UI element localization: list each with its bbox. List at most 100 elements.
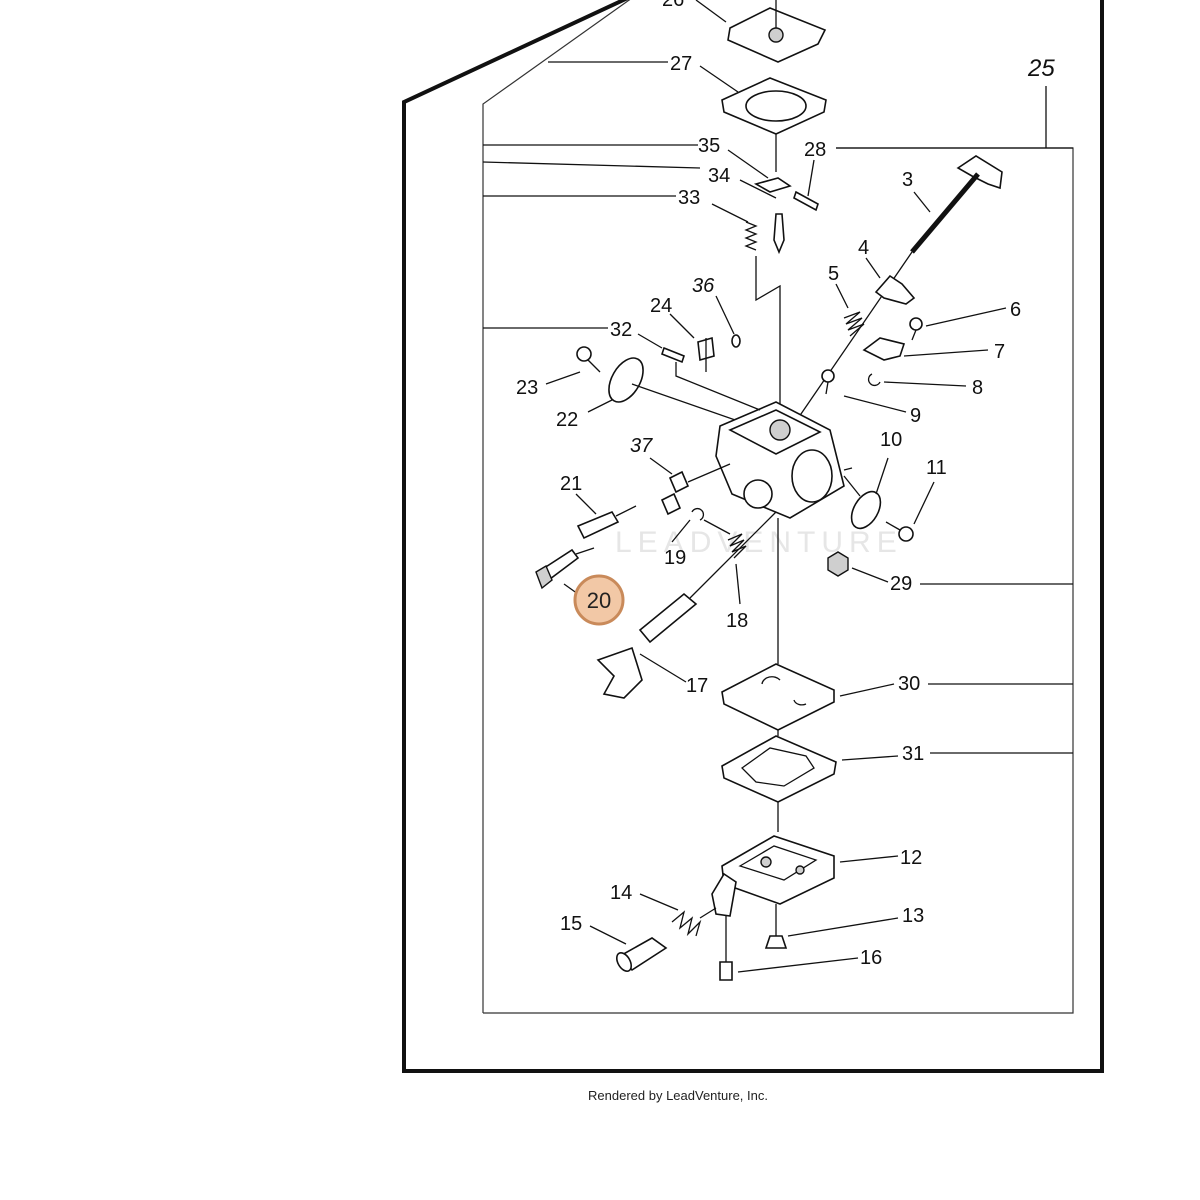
part-8-clip: [868, 373, 881, 386]
label-10: 10: [880, 429, 902, 451]
assembly-line-needle: [755, 256, 781, 420]
label-23: 23: [516, 377, 538, 399]
label-30: 30: [898, 673, 920, 695]
connector-14-12: [699, 907, 717, 919]
label-28: 28: [804, 139, 826, 161]
leader-4: [865, 257, 881, 279]
leader-37: [649, 457, 673, 475]
label-11: 11: [926, 457, 947, 479]
part-14-spring: [671, 910, 702, 937]
part-22-butterfly: [608, 357, 765, 431]
part-15-screw: [615, 937, 668, 972]
leader-34a: [482, 161, 701, 169]
connector-19-18: [703, 519, 731, 535]
label-4: 4: [858, 237, 869, 259]
label-20[interactable]: 20: [587, 588, 611, 613]
part-29-nut: [827, 551, 849, 577]
leader-36: [715, 295, 735, 335]
label-6: 6: [1010, 299, 1021, 321]
label-14: 14: [610, 882, 632, 904]
label-18: 18: [726, 610, 748, 632]
part-11-screw: [885, 521, 914, 542]
leader-29: [851, 567, 889, 583]
part-18-spring: [727, 533, 747, 559]
footer: Rendered by LeadVenture, Inc.: [0, 1088, 1200, 1103]
connector-body-10: [843, 475, 861, 497]
label-22: 22: [556, 409, 578, 431]
part-21-screw: [576, 505, 637, 540]
leader-12: [839, 855, 899, 863]
part-19-clip: [691, 508, 704, 521]
leader-30: [839, 683, 895, 697]
part-5-spring: [843, 311, 865, 337]
label-16: 16: [860, 947, 882, 969]
part-4-lever: [874, 274, 916, 305]
part-30-diaphragm: [721, 663, 835, 731]
label-37: 37: [630, 435, 653, 457]
part-16-plug: [719, 916, 733, 981]
leader-7: [903, 349, 989, 357]
leader-15: [589, 925, 627, 945]
leader-3: [913, 191, 931, 213]
leader-9: [843, 395, 907, 413]
part-26-diaphragm: [727, 0, 827, 63]
label-13: 13: [902, 905, 924, 927]
label-33: 33: [678, 187, 700, 209]
highlight-circle[interactable]: [573, 574, 625, 626]
part-17-choke-shaft: [596, 511, 777, 699]
leader-11: [913, 481, 935, 525]
leader-16: [737, 957, 859, 973]
part-6-screw: [909, 317, 923, 341]
label-5: 5: [828, 263, 839, 285]
part-37-bushing: [660, 470, 690, 516]
connector-37-body: [687, 463, 731, 483]
watermark-text: LEADVENTURE: [615, 526, 903, 559]
connector-32-body: [675, 362, 761, 411]
outer-frame: [402, 0, 1104, 1073]
label-25: 25: [1027, 55, 1055, 82]
part-35-lever: [753, 177, 792, 193]
part-32-pin: [661, 346, 685, 364]
footer-credit: Rendered by LeadVenture, Inc.: [588, 1088, 768, 1103]
part-31-gasket: [721, 735, 837, 803]
label-35: 35: [698, 135, 720, 157]
part-34-needle: [773, 213, 785, 255]
leader-24: [669, 313, 695, 339]
leader-22: [587, 399, 613, 413]
part-36-oring: [731, 334, 741, 348]
leader-17: [639, 653, 687, 683]
part-small-screw: [821, 369, 835, 395]
part-28-pin: [793, 190, 819, 212]
leader-35b: [727, 149, 769, 179]
part-12-cover: [711, 835, 835, 917]
leader-18: [735, 563, 741, 605]
leader-23: [545, 371, 581, 385]
part-23-screw: [576, 346, 601, 373]
label-7: 7: [994, 341, 1005, 363]
leader-19: [671, 519, 691, 543]
leader-28: [807, 159, 815, 197]
leader-14: [639, 893, 679, 911]
part-27-gasket: [721, 77, 827, 135]
label-19: 19: [664, 547, 686, 569]
label-3: 3: [902, 169, 913, 191]
leader-27b: [699, 65, 739, 93]
leader-13: [787, 917, 899, 937]
leader-26: [695, 0, 727, 23]
label-31: 31: [902, 743, 924, 765]
label-26: 26: [662, 0, 684, 11]
label-8: 8: [972, 377, 983, 399]
label-34: 34: [708, 165, 730, 187]
label-15: 15: [560, 913, 582, 935]
leader-31: [841, 755, 899, 761]
part-33-spring: [744, 221, 758, 251]
leader-8: [883, 381, 967, 387]
label-21: 21: [560, 473, 582, 495]
part-20-callout[interactable]: 20: [573, 574, 625, 626]
leader-10: [875, 457, 889, 495]
inner-frame-left: [482, 0, 631, 1013]
leader-21: [575, 493, 597, 515]
label-12: 12: [900, 847, 922, 869]
label-9: 9: [910, 405, 921, 427]
